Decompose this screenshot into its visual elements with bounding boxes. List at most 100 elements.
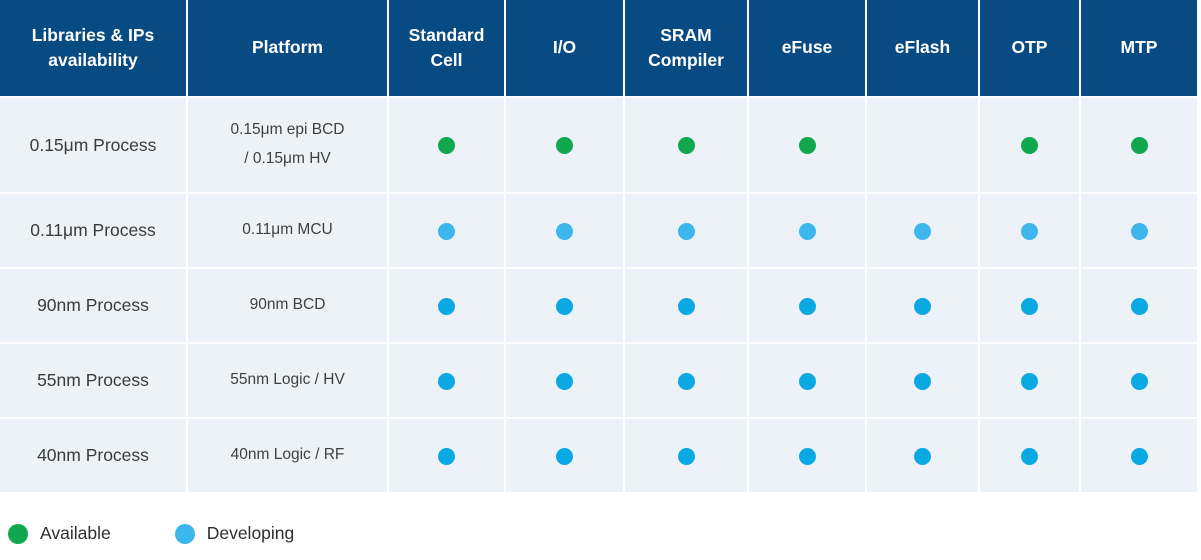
status-cell	[980, 419, 1079, 492]
status-cell	[1081, 98, 1197, 192]
table-row-55nm: 55nm Process 55nm Logic / HV	[0, 344, 1197, 417]
status-cell	[749, 344, 865, 417]
table-row-015um: 0.15μm Process 0.15μm epi BCD / 0.15μm H…	[0, 98, 1197, 192]
status-dot-available	[8, 524, 28, 545]
status-dot-developing	[438, 372, 455, 390]
col-header-standard-cell: Standard Cell	[389, 0, 504, 96]
status-cell	[867, 194, 978, 267]
status-dot-developing-light	[798, 222, 816, 240]
col-header-platform: Platform	[188, 0, 387, 96]
status-dot-developing	[914, 447, 931, 465]
col-header-mtp: MTP	[1081, 0, 1197, 96]
status-dot-developing	[1021, 372, 1038, 390]
platform-cell: 0.11μm MCU	[188, 194, 387, 267]
status-dot-developing	[677, 297, 695, 315]
process-cell: 0.11μm Process	[0, 194, 186, 267]
status-cell	[1081, 269, 1197, 342]
platform-cell: 55nm Logic / HV	[188, 344, 387, 417]
status-cell	[625, 194, 747, 267]
status-dot-developing	[677, 447, 695, 465]
status-cell	[980, 269, 1079, 342]
status-dot-developing	[1130, 372, 1148, 390]
status-cell	[389, 344, 504, 417]
col-header-io: I/O	[506, 0, 623, 96]
status-dot-developing	[556, 372, 573, 390]
status-dot-developing	[914, 297, 931, 315]
status-cell	[625, 419, 747, 492]
status-cell	[749, 269, 865, 342]
status-dot-developing-light	[174, 524, 195, 545]
legend-label-available: Available	[40, 523, 111, 543]
status-cell	[749, 419, 865, 492]
status-dot-available	[677, 137, 695, 155]
status-cell	[625, 269, 747, 342]
status-dot-developing-light	[438, 222, 455, 240]
table-row-011um: 0.11μm Process 0.11μm MCU	[0, 194, 1197, 267]
header-row: Libraries & IPs availability Platform St…	[0, 0, 1197, 96]
status-dot-developing	[438, 297, 455, 315]
table-row-90nm: 90nm Process 90nm BCD	[0, 269, 1197, 342]
status-dot-developing	[438, 447, 455, 465]
status-cell	[506, 344, 623, 417]
status-cell	[867, 344, 978, 417]
col-header-sram-compiler: SRAM Compiler	[625, 0, 747, 96]
status-cell	[389, 194, 504, 267]
status-cell	[867, 419, 978, 492]
status-cell	[980, 194, 1079, 267]
col-header-libraries-ips: Libraries & IPs availability	[0, 0, 186, 96]
status-cell	[749, 194, 865, 267]
status-dot-available	[1021, 137, 1038, 155]
process-cell: 90nm Process	[0, 269, 186, 342]
legend-label-developing: Developing	[206, 523, 295, 543]
process-cell: 40nm Process	[0, 419, 186, 492]
status-cell	[625, 344, 747, 417]
status-dot-developing	[1021, 297, 1038, 315]
ip-availability-table: Libraries & IPs availability Platform St…	[0, 0, 1197, 492]
status-cell	[1081, 194, 1197, 267]
table-row-40nm: 40nm Process 40nm Logic / RF	[0, 419, 1197, 492]
platform-cell: 0.15μm epi BCD / 0.15μm HV	[188, 98, 387, 192]
available-legend-dot	[8, 523, 40, 545]
status-cell	[980, 98, 1079, 192]
legend-item-developing: Developing	[174, 523, 359, 545]
legend: Available Developing	[8, 523, 1201, 545]
process-cell: 55nm Process	[0, 344, 186, 417]
process-cell: 0.15μm Process	[0, 98, 186, 192]
status-cell	[625, 98, 747, 192]
status-cell	[1081, 419, 1197, 492]
status-cell	[506, 194, 623, 267]
status-dot-developing	[556, 447, 573, 465]
status-dot-developing	[798, 447, 816, 465]
developing-legend-dot	[174, 523, 207, 545]
status-cell	[1081, 344, 1197, 417]
col-header-efuse: eFuse	[749, 0, 865, 96]
status-cell	[389, 269, 504, 342]
status-dot-available	[438, 137, 455, 155]
status-dot-developing-light	[556, 222, 573, 240]
status-dot-developing	[798, 297, 816, 315]
status-dot-developing-light	[677, 222, 695, 240]
status-cell	[867, 269, 978, 342]
status-cell	[506, 98, 623, 192]
status-dot-developing-light	[1130, 222, 1148, 240]
col-header-eflash: eFlash	[867, 0, 978, 96]
status-cell	[980, 344, 1079, 417]
status-dot-available	[1130, 137, 1148, 155]
status-dot-available	[798, 137, 816, 155]
status-cell	[506, 419, 623, 492]
status-dot-developing	[1130, 297, 1148, 315]
col-header-otp: OTP	[980, 0, 1079, 96]
status-cell	[749, 98, 865, 192]
status-dot-developing	[1130, 447, 1148, 465]
status-cell	[389, 419, 504, 492]
status-dot-developing	[556, 297, 573, 315]
status-dot-developing-light	[1021, 222, 1038, 240]
status-cell	[867, 98, 978, 192]
platform-cell: 90nm BCD	[188, 269, 387, 342]
status-dot-developing	[677, 372, 695, 390]
legend-item-available: Available	[8, 523, 175, 545]
status-cell	[389, 98, 504, 192]
platform-cell: 40nm Logic / RF	[188, 419, 387, 492]
status-dot-developing	[798, 372, 816, 390]
